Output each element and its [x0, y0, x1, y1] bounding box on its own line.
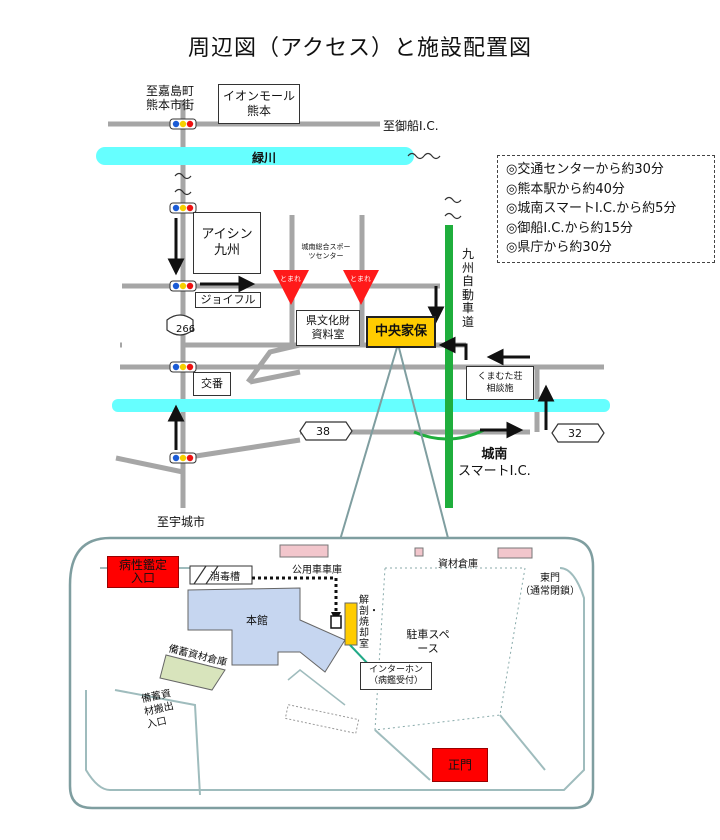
river: [96, 147, 610, 412]
koyosha-label: 公用車車庫: [292, 565, 342, 576]
route-shields: [166, 314, 605, 443]
koban-box: 交番: [193, 372, 231, 396]
smart-ic-label: 城南 スマートI.C.: [458, 446, 531, 480]
kaibo-building: [344, 602, 358, 646]
aisin-line2: 九州: [213, 243, 240, 258]
seimon-gate: 正門: [432, 748, 488, 782]
dest-north-line2: 熊本市街: [146, 98, 195, 112]
stop-sign-text: とまれ: [280, 275, 301, 283]
route-32-label: 32: [568, 427, 582, 440]
joyfull-box: ジョイフル: [195, 292, 261, 308]
chuo-kaho-box: 中央家保: [366, 316, 436, 348]
access-time-item: ◎熊本駅から約40分: [506, 181, 625, 197]
vehicle-path: [252, 576, 338, 614]
river-label: 緑川: [252, 151, 277, 165]
bunkazai-box: 県文化財 資料室: [296, 310, 360, 346]
stop-signs: [273, 270, 379, 305]
stop-sign-text: とまれ: [350, 275, 371, 283]
traffic-lights: [169, 118, 197, 464]
parking-label: 駐車スペース: [406, 628, 450, 655]
dest-north-label: 至嘉島町 熊本市街: [146, 84, 194, 112]
access-time-item: ◎交通センターから約30分: [506, 162, 664, 177]
access-time-item: ◎御船I.C.から約15分: [506, 220, 634, 236]
expressway-label: 九州自動車道: [462, 247, 475, 329]
intercom-box[interactable]: インターホン（病鑑受付）: [360, 662, 432, 690]
aeon-line2: 熊本: [246, 104, 271, 118]
aeon-mall-box: イオンモール 熊本: [218, 84, 300, 124]
dest-south-label: 至宇城市: [157, 515, 206, 529]
sports-center-label: 城南総合スポーツセンター: [301, 243, 351, 260]
smart-ic-line2: スマートI.C.: [458, 464, 531, 479]
access-time-item: ◎県庁から約30分: [506, 240, 612, 255]
higashimon-label: 東門 （通常閉鎖）: [520, 572, 580, 598]
higashimon-text: 東門: [540, 573, 560, 584]
byosei-gate: 病性鑑定入口: [107, 556, 179, 588]
wave-marks: [174, 152, 462, 220]
smart-ic-line1: 城南: [481, 447, 508, 462]
access-time-box: ◎交通センターから約30分 ◎熊本駅から約40分 ◎城南スマートI.C.から約5…: [497, 155, 715, 263]
shed-top: [279, 544, 329, 558]
aisin-box: アイシン 九州: [193, 212, 261, 274]
honkan-building: [187, 587, 346, 673]
honkan-label: 本館: [246, 614, 268, 627]
page-title: 周辺図（アクセス）と施設配置図: [188, 36, 532, 61]
kaibo-label: 解剖・焼却室: [359, 595, 379, 650]
access-time-item: ◎城南スマートI.C.から約5分: [506, 201, 677, 216]
route-266-label: 266: [176, 324, 196, 335]
dest-east-label: 至御船I.C.: [383, 119, 439, 133]
aisin-line1: アイシン: [201, 226, 253, 242]
kumamuta-box: くまむた荘 相談施: [466, 366, 534, 400]
route-arrows: [167, 218, 555, 450]
bunkazai-line2: 資料室: [311, 328, 345, 341]
route-38-label: 38: [316, 425, 330, 438]
bunkazai-line1: 県文化財: [306, 314, 350, 328]
shizai-soko-label: 資材倉庫: [438, 559, 478, 570]
shodokuso-label: 消毒槽: [210, 572, 240, 583]
aeon-line1: イオンモール: [222, 89, 295, 103]
bichiku-warehouse: [159, 654, 226, 691]
higashimon-note: （通常閉鎖）: [520, 586, 580, 597]
zoom-lines: [339, 343, 449, 541]
dest-north-line1: 至嘉島町: [146, 84, 195, 98]
